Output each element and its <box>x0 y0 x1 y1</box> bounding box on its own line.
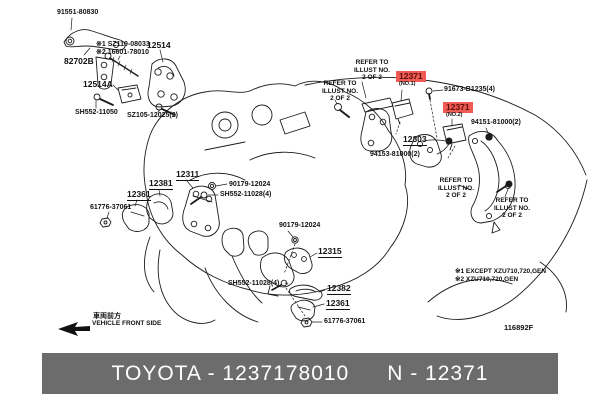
nut-callout-61776-lower[interactable]: 61776-37061 <box>324 318 366 325</box>
sub-callout-no2: (NO.2) <box>446 112 463 118</box>
part-shape-12514A <box>112 84 142 104</box>
bolt-callout-sh552-11050[interactable]: SH552-11050 <box>75 109 118 116</box>
part-shape-12361-lower <box>285 287 325 322</box>
nut-callout-94153[interactable]: 94153-81000(2) <box>370 151 420 158</box>
body-outline <box>304 76 588 320</box>
bolt-callout-sh552-lower[interactable]: SH552-11028(4) <box>228 280 280 287</box>
vehicle-front-label-jp: 車両前方 <box>93 313 121 320</box>
part-shape-12311 <box>182 179 220 237</box>
vehicle-front-label-en: VEHICLE FRONT SIDE <box>92 320 162 327</box>
part-shape-center-bracket <box>360 81 394 152</box>
highlight-callout-12371-no1[interactable]: 12371 <box>396 71 426 82</box>
part-callout-12315[interactable]: 12315 <box>318 246 342 258</box>
selected-part-banner: TOYOTA - 1237178010 N - 12371 <box>42 353 558 394</box>
bolt-shape-sz105 <box>155 103 176 116</box>
bolt-callout-sh552-upper[interactable]: SH552-11028(4) <box>220 191 272 198</box>
nut-shape-61776-lower <box>300 317 323 328</box>
note-callout-sz119[interactable]: ※1 SZ119-08033 <box>96 41 150 48</box>
part-shape-hangers <box>221 227 269 257</box>
catalog-number-text: TOYOTA - 1237178010 <box>111 361 350 385</box>
part-shape-82702B <box>83 47 115 90</box>
usage-note-1: ※1 EXCEPT XZU710,720,GEN <box>455 268 547 275</box>
part-callout-82702B[interactable]: 82702B <box>64 56 94 66</box>
part-shape-12303 <box>409 134 447 168</box>
part-callout-91551[interactable]: 91551-80830 <box>57 9 99 16</box>
nut-callout-90179-upper[interactable]: 90179-12024 <box>229 181 271 188</box>
usage-note-2: ※2 XZU710,720,GEN <box>455 276 519 283</box>
nut-callout-90179-lower[interactable]: 90179-12024 <box>279 222 321 229</box>
nut-shape-94153 <box>436 137 453 155</box>
bolt-shape-sh552-11050 <box>93 93 114 109</box>
part-callout-12514[interactable]: 12514 <box>147 40 171 50</box>
part-shape-12371-no2 <box>442 118 467 159</box>
highlight-callout-12371-no2[interactable]: 12371 <box>443 102 473 113</box>
bolt-callout-91673[interactable]: 91673-B1235(4) <box>444 86 495 93</box>
nut-shape-90179-upper <box>208 182 228 190</box>
part-callout-12311[interactable]: 12311 <box>176 169 200 181</box>
engine-outline <box>143 80 408 324</box>
diagram-line-art <box>58 17 588 336</box>
bolt-callout-sz105[interactable]: SZ105-12025(2) <box>127 112 178 119</box>
part-shape-12371-no1 <box>391 89 414 135</box>
vehicle-front-arrow-icon <box>58 322 90 336</box>
part-shape-engine-side-bracket <box>260 252 295 297</box>
part-callout-12361-lower[interactable]: 12361 <box>326 298 350 310</box>
part-shape-12315 <box>283 247 318 274</box>
part-shape-12382 <box>289 284 326 301</box>
part-callout-12514A[interactable]: 12514A <box>83 79 113 89</box>
sub-callout-no1: (NO.1) <box>399 81 416 87</box>
nut-callout-61776-upper[interactable]: 61776-37061 <box>90 204 132 211</box>
part-shape-16601-rod <box>104 52 139 77</box>
bolt-shape-sh552-upper <box>190 191 219 205</box>
part-shape-right-mount-bracket <box>458 130 516 234</box>
bolt-shape-sh552-lower <box>271 279 289 291</box>
bolt-shape-91673 <box>425 87 444 139</box>
nut-callout-94151[interactable]: 94151-81000(2) <box>471 119 521 126</box>
figure-code: 116892F <box>504 323 534 332</box>
part-number-text: N - 12371 <box>387 361 489 385</box>
nut-shape-90179-lower <box>283 230 299 275</box>
nut-shape-61776-upper <box>99 211 112 228</box>
bolt-shape-right <box>496 180 513 198</box>
part-callout-12361-upper[interactable]: 12361 <box>127 189 151 201</box>
part-callout-12381[interactable]: 12381 <box>149 178 173 190</box>
part-shape-12361-upper <box>121 199 150 232</box>
note-callout-16601[interactable]: ※2 16601-78010 <box>96 49 149 56</box>
part-callout-12303[interactable]: 12303 <box>403 134 427 146</box>
bolt-shape-center <box>334 99 350 118</box>
part-shape-91551-bracket <box>63 17 126 51</box>
part-shape-12514 <box>147 49 186 108</box>
part-shape-12381 <box>146 189 174 225</box>
part-callout-12382[interactable]: 12382 <box>327 283 351 295</box>
